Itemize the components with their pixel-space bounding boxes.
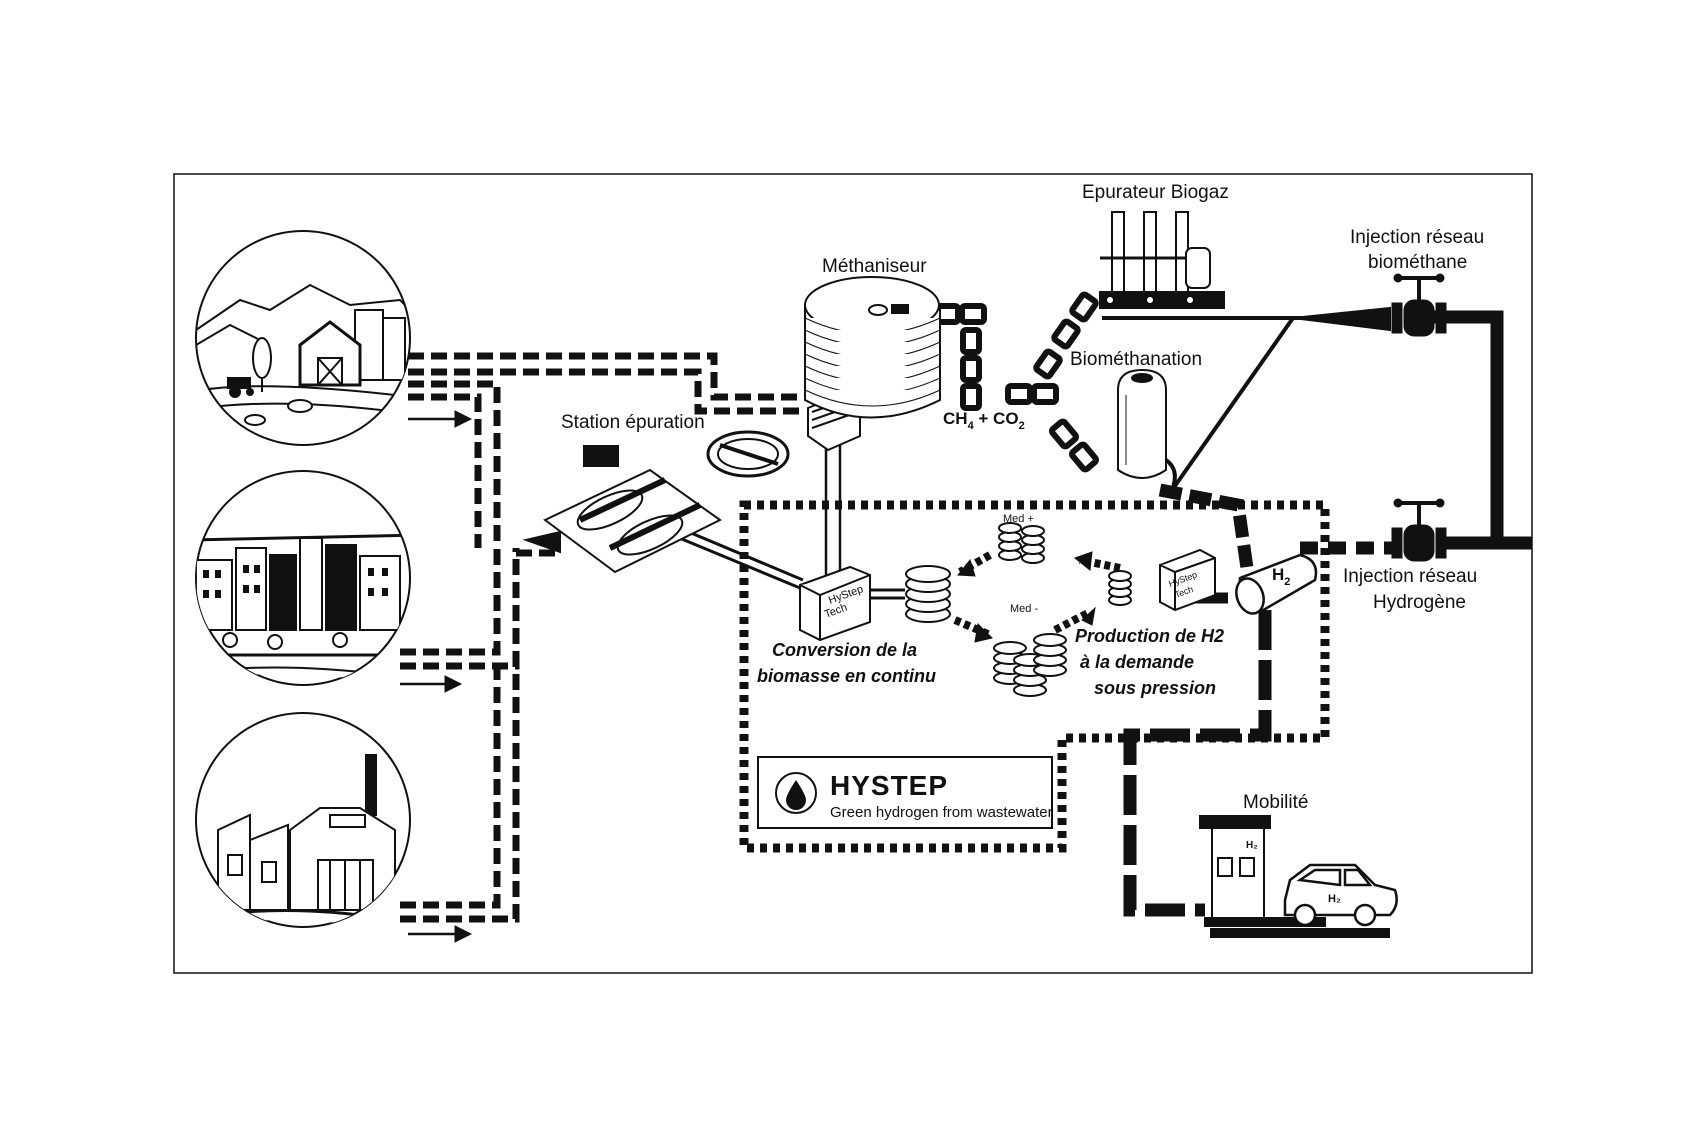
label-production-1: Production de H2 <box>1075 626 1224 646</box>
car-icon <box>1210 863 1398 938</box>
label-med-plus: Med + <box>1003 513 1034 525</box>
h2-tank-icon <box>1235 553 1318 615</box>
label-car-h2: H₂ <box>1328 893 1341 905</box>
brand-tagline: Green hydrogen from wastewater <box>830 804 1053 821</box>
farm-icon <box>195 230 411 446</box>
label-biomethanation: Biométhanation <box>1070 349 1202 370</box>
label-pump-h2: H₂ <box>1246 840 1258 851</box>
internal-flows <box>870 551 1121 643</box>
label-station: Station épuration <box>561 412 705 433</box>
label-epurateur: Epurateur Biogaz <box>1082 182 1229 203</box>
labels: Epurateur Biogaz Méthaniseur Injection r… <box>561 182 1484 905</box>
label-injection-h2-1: Injection réseau <box>1343 566 1477 587</box>
label-production-3: sous pression <box>1094 678 1216 698</box>
label-h2-tank: H2 <box>1272 565 1290 588</box>
biogas-chain <box>931 291 1099 473</box>
label-methaniseur: Méthaniseur <box>822 256 927 277</box>
city-icon <box>195 470 411 686</box>
label-conversion-1: Conversion de la <box>772 640 917 660</box>
label-conversion-2: biomasse en continu <box>757 666 936 686</box>
brand-name: HYSTEP <box>830 770 948 801</box>
storage-stack-icon <box>905 522 1132 697</box>
digester-icon <box>804 276 941 419</box>
label-mobilite: Mobilité <box>1243 792 1308 813</box>
arrow-right-icon <box>400 410 473 943</box>
hystep-tech-unit-icon <box>799 548 1216 642</box>
hystep-logo-box <box>757 756 1053 829</box>
label-injection-bio-2: biométhane <box>1368 252 1467 273</box>
fuel-pump-icon <box>1199 815 1326 927</box>
label-production-2: à la demande <box>1080 652 1194 672</box>
droplet-logo-icon <box>775 772 817 814</box>
pipes <box>400 306 1532 923</box>
label-injection-h2-2: Hydrogène <box>1373 592 1466 613</box>
valve-icon <box>1391 273 1447 562</box>
label-injection-bio-1: Injection réseau <box>1350 227 1484 248</box>
label-med-minus: Med - <box>1010 603 1038 615</box>
label-ch4-co2: CH4 + CO2 <box>943 409 1025 432</box>
factory-icon <box>195 712 411 928</box>
diagram-frame <box>173 173 1533 974</box>
biomethanation-reactor-icon <box>1117 368 1177 491</box>
purifier-icon <box>1099 211 1225 309</box>
